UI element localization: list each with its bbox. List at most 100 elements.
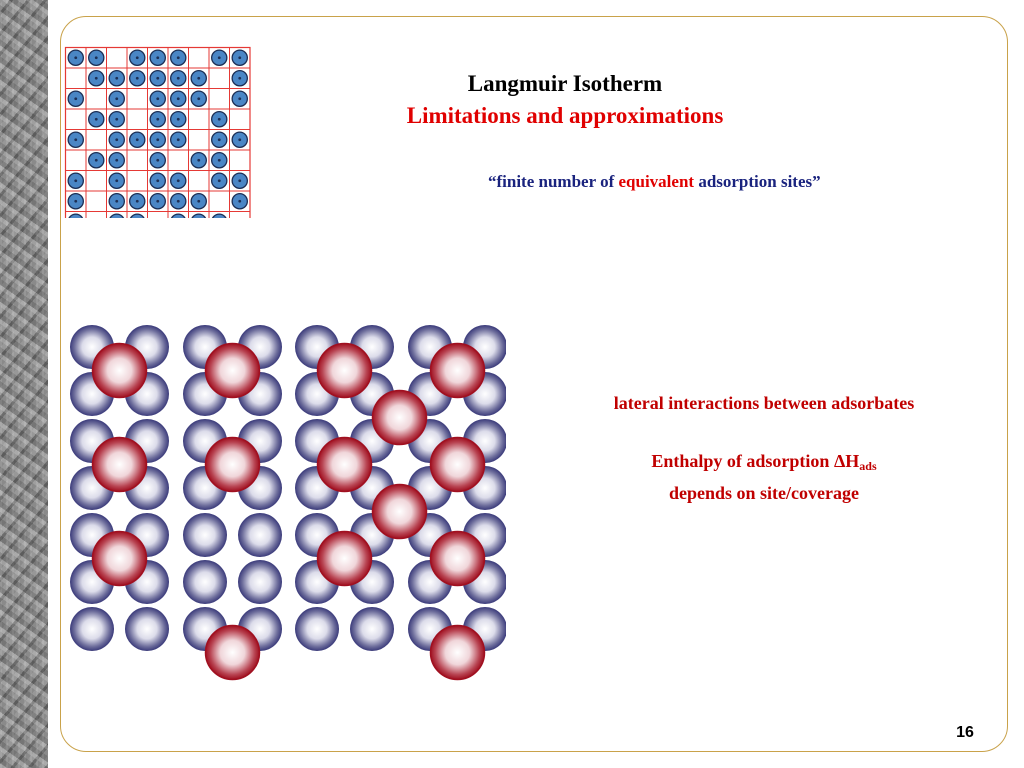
title-block: Langmuir Isotherm Limitations and approx… [330, 68, 800, 132]
textured-side-strip [0, 0, 48, 768]
adsorbed-molecule [170, 213, 186, 218]
adsorbed-molecule-center [238, 179, 242, 183]
adsorbed-molecule-center [176, 199, 180, 203]
equivalent-sites-quote: “finite number of equivalent adsorption … [488, 172, 821, 192]
enthalpy-text: Enthalpy of adsorption ΔHads depends on … [540, 448, 988, 507]
lattice-graphic [64, 46, 251, 218]
adsorbed-molecule-center [176, 76, 180, 80]
adsorbed-molecule-center [238, 199, 242, 203]
adsorbed-molecule-center [94, 158, 98, 162]
adsorbed-molecule-center [156, 56, 160, 60]
adsorbed-molecule-center [176, 117, 180, 121]
adsorbed-molecule [68, 213, 84, 218]
adsorbed-molecule-center [74, 56, 78, 60]
adsorbed-molecule-center [217, 158, 221, 162]
enthalpy-prefix: Enthalpy of adsorption [651, 451, 834, 471]
adsorbed-molecule-center [197, 158, 201, 162]
adsorbed-molecule-center [74, 97, 78, 101]
adsorbed-molecule-center [115, 179, 119, 183]
adsorbate-atom [204, 624, 261, 681]
page-number: 16 [956, 724, 974, 741]
adsorbate-atom [91, 530, 148, 587]
adsorbed-molecule [191, 213, 207, 218]
adsorption-site-lattice [64, 46, 252, 218]
adsorbed-molecule-center [115, 97, 119, 101]
adsorbed-molecule-center [94, 56, 98, 60]
adsorbed-molecule-center [74, 199, 78, 203]
adsorbed-molecule-center [156, 97, 160, 101]
quote-text-before: finite number of [496, 172, 619, 191]
surface-atom [350, 607, 394, 651]
adsorbate-atom [204, 342, 261, 399]
adsorbed-molecule-center [135, 76, 139, 80]
adsorbed-molecule-center [197, 199, 201, 203]
adsorbate-atom [204, 436, 261, 493]
adsorbed-molecule [129, 213, 145, 218]
adsorbed-molecule-center [135, 199, 139, 203]
slide-title: Langmuir Isotherm [467, 71, 663, 96]
adsorbed-molecule-center [238, 138, 242, 142]
adsorbed-molecule [109, 213, 125, 218]
adsorbed-molecule-center [156, 199, 160, 203]
enthalpy-subscript: ads [859, 459, 877, 473]
quote-close: ” [812, 172, 821, 191]
adsorbed-molecule-center [238, 56, 242, 60]
enthalpy-symbol: H [845, 451, 860, 471]
adsorbed-molecule-center [156, 179, 160, 183]
quote-text-after: adsorption sites [694, 172, 813, 191]
slide-subtitle: Limitations and approximations [406, 103, 724, 128]
adsorbate-atom [316, 530, 373, 587]
adsorbed-molecule-center [135, 138, 139, 142]
lateral-interactions-text: lateral interactions between adsorbates [613, 393, 915, 413]
adsorbed-molecule-center [217, 117, 221, 121]
surface-adsorbate-illustration [60, 316, 506, 696]
adsorbed-molecule-center [74, 179, 78, 183]
adsorbed-molecule-center [156, 138, 160, 142]
adsorbed-molecule-center [94, 76, 98, 80]
adsorbed-molecule-center [115, 117, 119, 121]
adsorbed-molecule-center [197, 97, 201, 101]
surface-atom [183, 513, 227, 557]
adsorbed-molecule-center [115, 76, 119, 80]
surface-atom [295, 607, 339, 651]
quote-open: “ [488, 172, 497, 191]
adsorbate-atom [429, 342, 486, 399]
adsorbed-molecule-center [176, 97, 180, 101]
adsorbed-molecule-center [197, 76, 201, 80]
adsorbed-molecule [211, 213, 227, 218]
adsorbate-atom [316, 436, 373, 493]
adsorbate-atom [316, 342, 373, 399]
delta-symbol: Δ [833, 451, 846, 471]
adsorbed-molecule-center [238, 97, 242, 101]
adsorbed-molecule-center [115, 158, 119, 162]
surface-atom [183, 560, 227, 604]
surface-atom [70, 607, 114, 651]
adsorbate-atom [91, 436, 148, 493]
adsorbed-molecule-center [135, 56, 139, 60]
quote-highlight: equivalent [618, 172, 695, 191]
adsorbate-atom [429, 530, 486, 587]
surface-atom [125, 607, 169, 651]
adsorbed-molecule-center [176, 138, 180, 142]
adsorbed-molecule-center [115, 138, 119, 142]
adsorbed-molecule-center [176, 179, 180, 183]
enthalpy-line-1: Enthalpy of adsorption ΔHads [540, 448, 988, 480]
adsorbate-atom [91, 342, 148, 399]
adsorbed-molecule-center [217, 179, 221, 183]
surface-spheres-graphic [70, 325, 506, 681]
adsorbed-molecule-center [217, 56, 221, 60]
surface-atom [238, 513, 282, 557]
adsorbed-molecule-center [238, 76, 242, 80]
enthalpy-line-2: depends on site/coverage [669, 483, 859, 503]
adsorbed-molecule-center [74, 138, 78, 142]
adsorbed-molecule-center [176, 56, 180, 60]
adsorbed-molecule-center [156, 76, 160, 80]
adsorbed-molecule-center [156, 158, 160, 162]
adsorbate-atom [429, 624, 486, 681]
adsorbate-atom [371, 483, 428, 540]
adsorbed-molecule-center [217, 138, 221, 142]
surface-atom [238, 560, 282, 604]
adsorbed-molecule-center [94, 117, 98, 121]
adsorbate-atom [371, 389, 428, 446]
adsorbed-molecule-center [115, 199, 119, 203]
